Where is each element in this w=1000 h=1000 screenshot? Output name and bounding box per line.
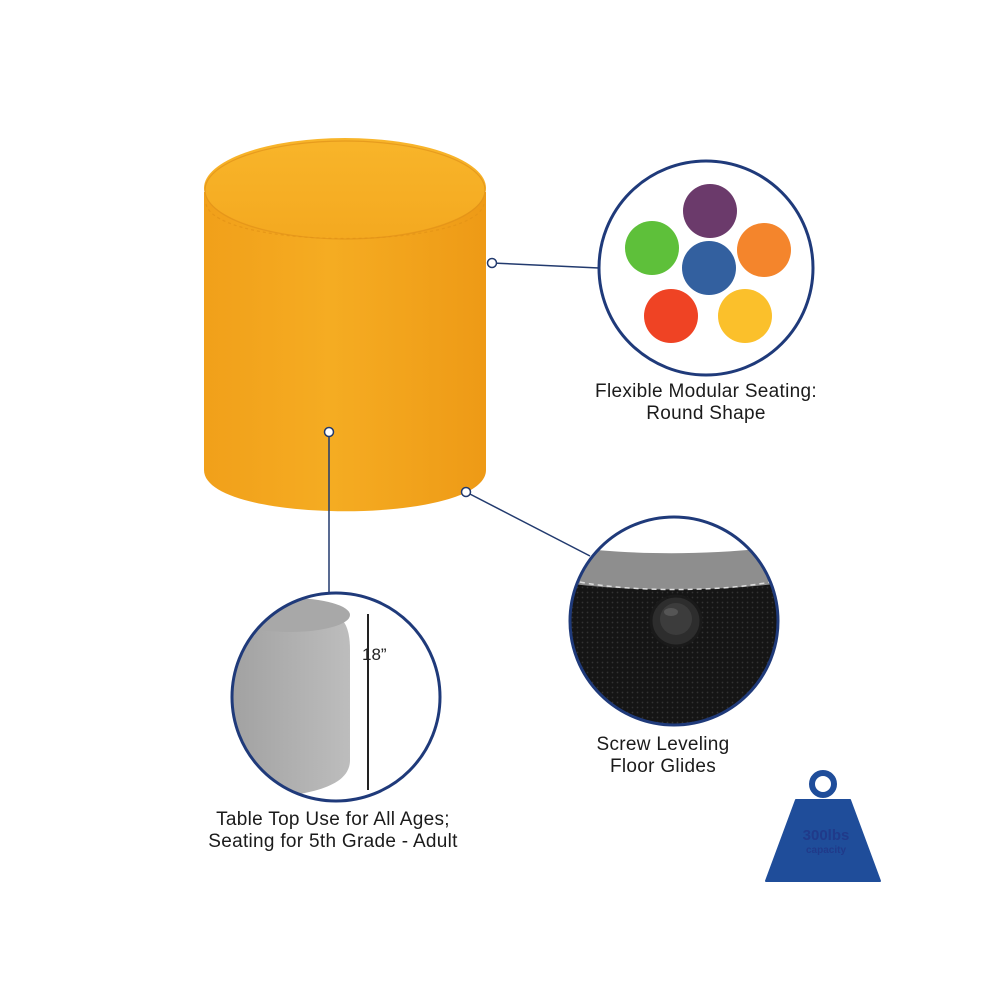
swatch-purple — [683, 184, 737, 238]
swatch-yellow — [718, 289, 772, 343]
modular-seating-caption: Flexible Modular Seating: Round Shape — [556, 381, 856, 425]
caption-line: Seating for 5th Grade - Adult — [208, 831, 458, 852]
caption-line: Screw Leveling — [596, 734, 730, 755]
leader-lines — [328, 262, 600, 593]
stool-main — [204, 138, 486, 512]
swatch-blue — [682, 241, 736, 295]
floor-glides-caption: Screw Leveling Floor Glides — [553, 734, 773, 778]
ages-caption: Table Top Use for All Ages; Seating for … — [160, 809, 506, 853]
capacity-label: capacity — [805, 845, 847, 856]
swatch-orange — [737, 223, 791, 277]
capacity-weight-label: 300lbs — [802, 827, 850, 844]
swatch-red — [644, 289, 698, 343]
leader-dots — [323, 257, 498, 498]
height-dimension-label: 18” — [362, 645, 387, 664]
caption-line: Round Shape — [646, 403, 766, 424]
floor-glide-callout — [568, 515, 780, 727]
caption-line: Floor Glides — [609, 756, 717, 777]
swatch-green — [625, 221, 679, 275]
color-options-callout — [597, 159, 815, 377]
height-callout — [230, 591, 442, 803]
caption-line: Flexible Modular Seating: — [595, 381, 817, 402]
capacity-badge-icon — [765, 770, 881, 882]
caption-line: Table Top Use for All Ages; — [216, 809, 450, 830]
